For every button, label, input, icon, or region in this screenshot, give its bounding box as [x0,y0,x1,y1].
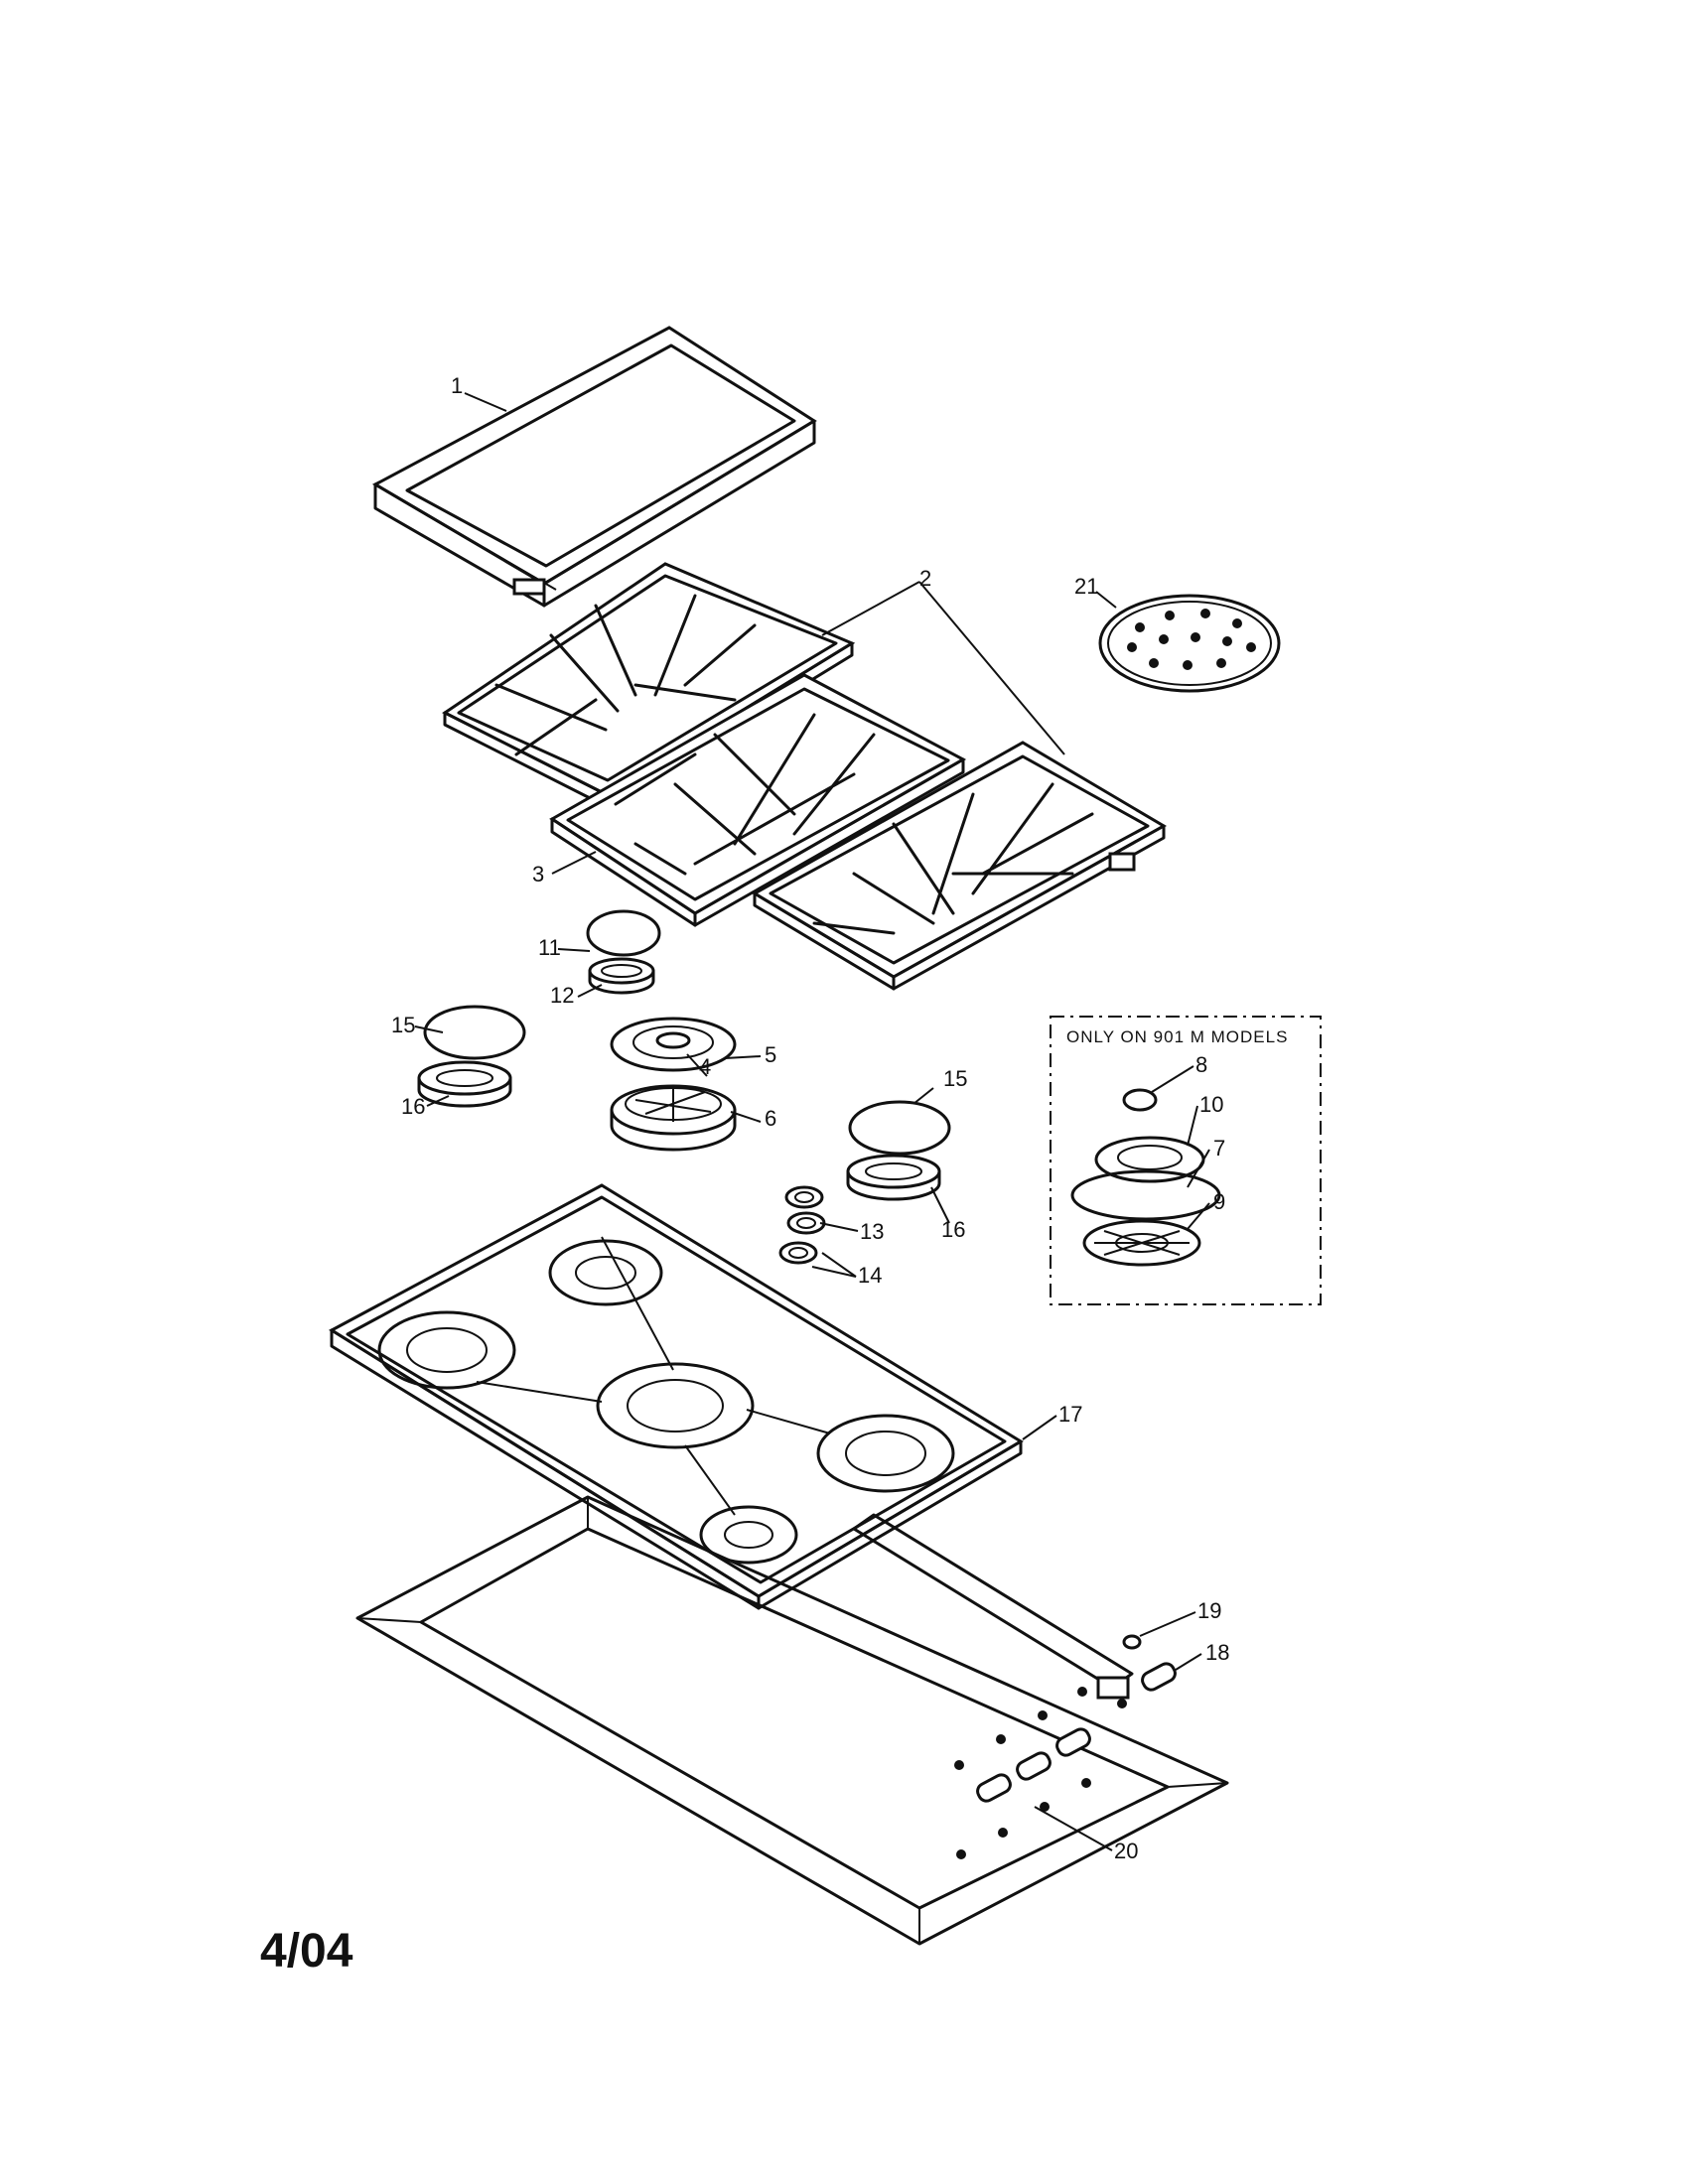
callout-15-left: 15 [391,1013,415,1037]
inset-title: ONLY ON 901 M MODELS [1066,1027,1288,1046]
base-frame [355,1495,1229,1946]
callout-6: 6 [765,1106,776,1131]
right-large-burner [846,1100,951,1201]
callout-2: 2 [919,566,931,591]
callout-20: 20 [1114,1839,1138,1863]
callout-12: 12 [550,983,574,1008]
small-burner-assembly [586,909,661,995]
callout-17: 17 [1058,1402,1082,1427]
callout-19: 19 [1197,1598,1221,1623]
callout-21: 21 [1074,574,1098,599]
callout-labels: 1 2 21 3 11 12 15 4 5 6 16 15 16 13 14 8… [391,373,1229,1863]
callout-16-right: 16 [941,1217,965,1242]
callout-9: 9 [1213,1189,1225,1214]
callout-1: 1 [451,373,463,398]
callout-3: 3 [532,862,544,887]
callout-14: 14 [858,1263,882,1288]
right-burner-grate [752,741,1168,991]
center-burner-grate [549,673,967,927]
small-ring-stack [778,1185,826,1265]
knob-parts [1122,1634,1177,1692]
callout-18: 18 [1205,1640,1229,1665]
callout-11: 11 [538,935,561,960]
cooktop-surface [329,1183,1024,1610]
callout-7: 7 [1213,1136,1225,1160]
callout-5: 5 [765,1042,776,1067]
callout-10: 10 [1199,1092,1223,1117]
callout-13: 13 [860,1219,884,1244]
callout-4: 4 [699,1054,711,1079]
inset-box-901m: ONLY ON 901 M MODELS [1050,1016,1322,1305]
left-large-burner [417,1005,526,1108]
callout-8: 8 [1195,1052,1207,1077]
leader-lines [414,392,1210,1851]
griddle-plate [371,326,817,608]
center-burner-assembly [610,1017,737,1152]
date-code: 4/04 [260,1925,353,1978]
callout-16-left: 16 [401,1094,425,1119]
callout-15-right: 15 [943,1066,967,1091]
perforated-disc [1098,594,1281,693]
